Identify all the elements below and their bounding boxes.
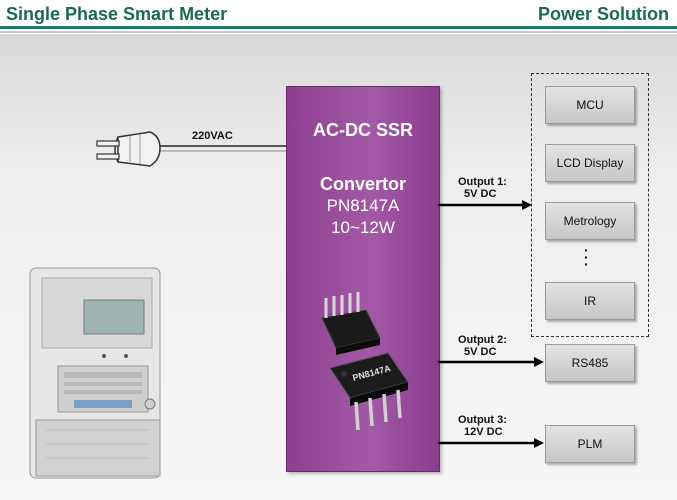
output-1-label: Output 1: 5V DC [458, 176, 507, 200]
converter-power: 10~12W [331, 218, 395, 237]
converter-title-1: AC-DC SSR [312, 120, 413, 140]
converter-part: PN8147A [326, 196, 400, 215]
output-3-name: Output 3: [458, 414, 507, 426]
input-voltage-label: 220VAC [192, 130, 233, 142]
output-3-voltage: 12V DC [464, 426, 503, 438]
load-lcd-display: LCD Display [545, 144, 635, 182]
smart-meter-image [29, 267, 161, 479]
output-2-voltage: 5V DC [464, 346, 497, 358]
header-rule-secondary [0, 31, 677, 33]
output-3-label: Output 3: 12V DC [458, 414, 507, 438]
page-subtitle: Power Solution [537, 4, 669, 24]
header: Single Phase Smart Meter Power Solution [0, 0, 677, 33]
output-1-voltage: 5V DC [464, 188, 497, 200]
output-1-arrow [438, 200, 532, 210]
load-mcu: MCU [545, 86, 635, 124]
output-3-arrow [438, 438, 544, 448]
dip-chip-icon-1 [321, 292, 381, 355]
output-2-label: Output 2: 5V DC [458, 334, 507, 358]
converter-title-2: Convertor [319, 174, 406, 194]
load-ir: IR [545, 282, 635, 320]
converter-block: AC-DC SSR Convertor PN8147A 10~12W [286, 86, 440, 472]
header-rule [0, 26, 677, 29]
load-rs485: RS485 [545, 344, 635, 382]
load-group [531, 73, 649, 337]
load-metrology: Metrology [545, 202, 635, 240]
output-2-arrow [438, 357, 544, 367]
output-2-name: Output 2: [458, 334, 507, 346]
plug-icon [96, 131, 161, 167]
page-title: Single Phase Smart Meter [6, 4, 228, 24]
ellipsis-vertical-icon: ··· [584, 242, 589, 272]
load-plm: PLM [545, 425, 635, 463]
output-1-name: Output 1: [458, 176, 507, 188]
dip-chip-icon-2 [329, 352, 409, 431]
